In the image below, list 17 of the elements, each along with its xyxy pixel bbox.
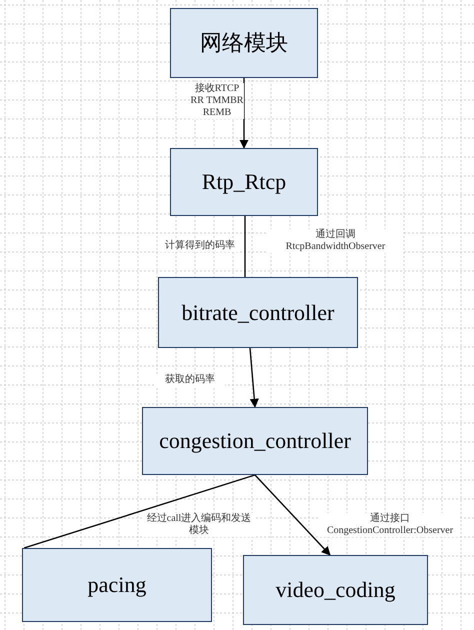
- module-box: bitrate_controller: [158, 277, 358, 348]
- edge-label: 经过call进入编码和发送模块: [143, 513, 255, 537]
- note-text: 通过回调 RtcpBandwidthObserver: [268, 229, 403, 253]
- connector-line: [244, 216, 246, 277]
- edge-label: 计算得到的码率: [160, 240, 240, 252]
- module-box: video_coding: [243, 555, 428, 625]
- arrow: [239, 78, 249, 149]
- module-box: 网络模块: [170, 8, 318, 78]
- edge-label: 接收RTCP RR TMMBR REMB: [190, 83, 244, 119]
- arrow: [254, 474, 331, 556]
- connector-line: [24, 474, 256, 549]
- module-box: congestion_controller: [142, 407, 368, 475]
- edge-label: 获取的码率: [155, 374, 225, 386]
- arrow: [249, 348, 259, 408]
- module-box: pacing: [22, 548, 212, 622]
- module-box: Rtp_Rtcp: [170, 148, 318, 216]
- edge-label: 通过接口 CongestionController:Observer: [320, 513, 460, 537]
